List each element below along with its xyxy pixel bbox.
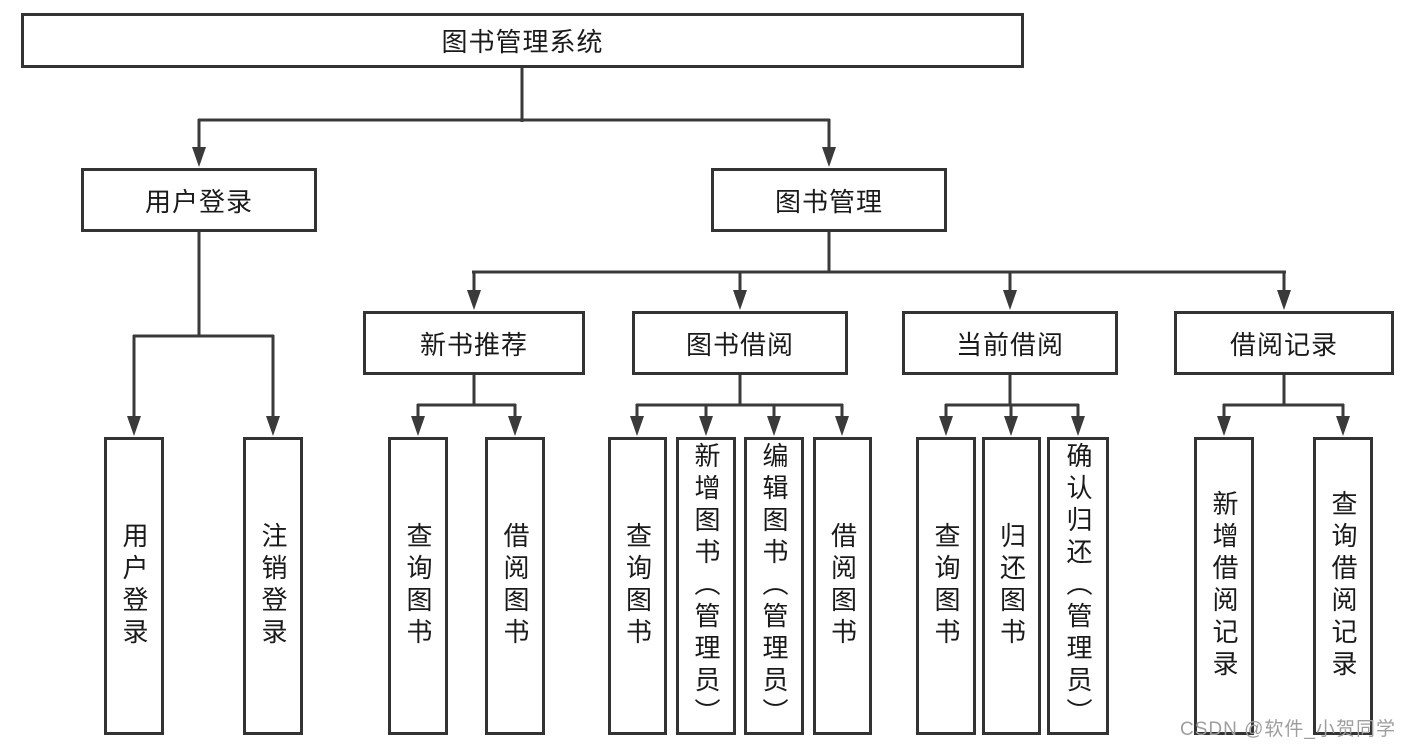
leaf-confirm-return-admin: 确认归还（管理员） (1047, 437, 1109, 735)
leaf-add-borrow-record: 新增借阅记录 (1194, 437, 1254, 735)
leaf-label: 新增借阅记录 (1209, 490, 1239, 682)
arrowhead-icon (411, 416, 425, 436)
connector-records-to-leaves (1217, 375, 1350, 436)
node-user-login: 用户登录 (81, 168, 317, 232)
arrowhead-icon (1071, 416, 1085, 436)
node-root-system: 图书管理系统 (21, 13, 1024, 68)
leaf-borrow-books-recommend: 借阅图书 (485, 437, 545, 735)
leaf-logout: 注销登录 (243, 437, 303, 735)
arrowhead-icon (192, 147, 206, 167)
leaf-label: 新增图书（管理员） (691, 442, 721, 730)
leaf-borrow-books-borrowing: 借阅图书 (813, 437, 872, 735)
leaf-query-books-borrowing: 查询图书 (608, 437, 667, 735)
leaf-label: 查询借阅记录 (1328, 490, 1358, 682)
node-book-management: 图书管理 (711, 168, 947, 232)
connector-login-to-leaves (127, 232, 280, 436)
leaf-label: 借阅图书 (827, 522, 858, 650)
arrowhead-icon (127, 416, 141, 436)
arrowhead-icon (835, 416, 849, 436)
connector-root-to-level2 (192, 68, 836, 167)
leaf-add-books-admin: 新增图书（管理员） (676, 437, 736, 735)
leaf-label: 归还图书 (996, 522, 1027, 650)
connector-current-to-leaves (939, 375, 1085, 436)
leaf-label: 借阅图书 (500, 522, 530, 650)
arrowhead-icon (1217, 416, 1231, 436)
arrowhead-icon (733, 290, 747, 310)
arrowhead-icon (266, 416, 280, 436)
arrowhead-icon (939, 416, 953, 436)
node-current-borrowing: 当前借阅 (902, 311, 1118, 375)
leaf-query-borrow-record: 查询借阅记录 (1313, 437, 1373, 735)
arrowhead-icon (822, 147, 836, 167)
arrowhead-icon (699, 416, 713, 436)
arrowhead-icon (1003, 290, 1017, 310)
leaf-query-books-current: 查询图书 (916, 437, 976, 735)
arrowhead-icon (630, 416, 644, 436)
connector-recommend-to-leaves (411, 375, 522, 436)
node-new-book-recommend: 新书推荐 (363, 311, 585, 375)
node-borrow-records: 借阅记录 (1174, 311, 1394, 375)
arrowhead-icon (767, 416, 781, 436)
arrowhead-icon (1336, 416, 1350, 436)
leaf-label: 用户登录 (119, 522, 149, 650)
leaf-return-books: 归还图书 (982, 437, 1041, 735)
connector-borrowing-to-leaves (630, 375, 849, 436)
connector-mgmt-to-level3 (467, 232, 1291, 310)
leaf-label: 查询图书 (931, 522, 961, 650)
leaf-label: 查询图书 (403, 522, 433, 650)
arrowhead-icon (508, 416, 522, 436)
csdn-watermark: CSDN @软件_小贺同学 (1180, 719, 1396, 740)
leaf-query-books-recommend: 查询图书 (388, 437, 448, 735)
leaf-user-login: 用户登录 (104, 437, 164, 735)
leaf-label: 注销登录 (258, 522, 288, 650)
leaf-label: 确认归还（管理员） (1063, 442, 1093, 730)
arrowhead-icon (1277, 290, 1291, 310)
leaf-label: 编辑图书（管理员） (759, 442, 789, 730)
leaf-edit-books-admin: 编辑图书（管理员） (744, 437, 804, 735)
node-book-borrowing: 图书借阅 (632, 311, 848, 375)
arrowhead-icon (1004, 416, 1018, 436)
leaf-label: 查询图书 (622, 522, 653, 650)
arrowhead-icon (467, 290, 481, 310)
